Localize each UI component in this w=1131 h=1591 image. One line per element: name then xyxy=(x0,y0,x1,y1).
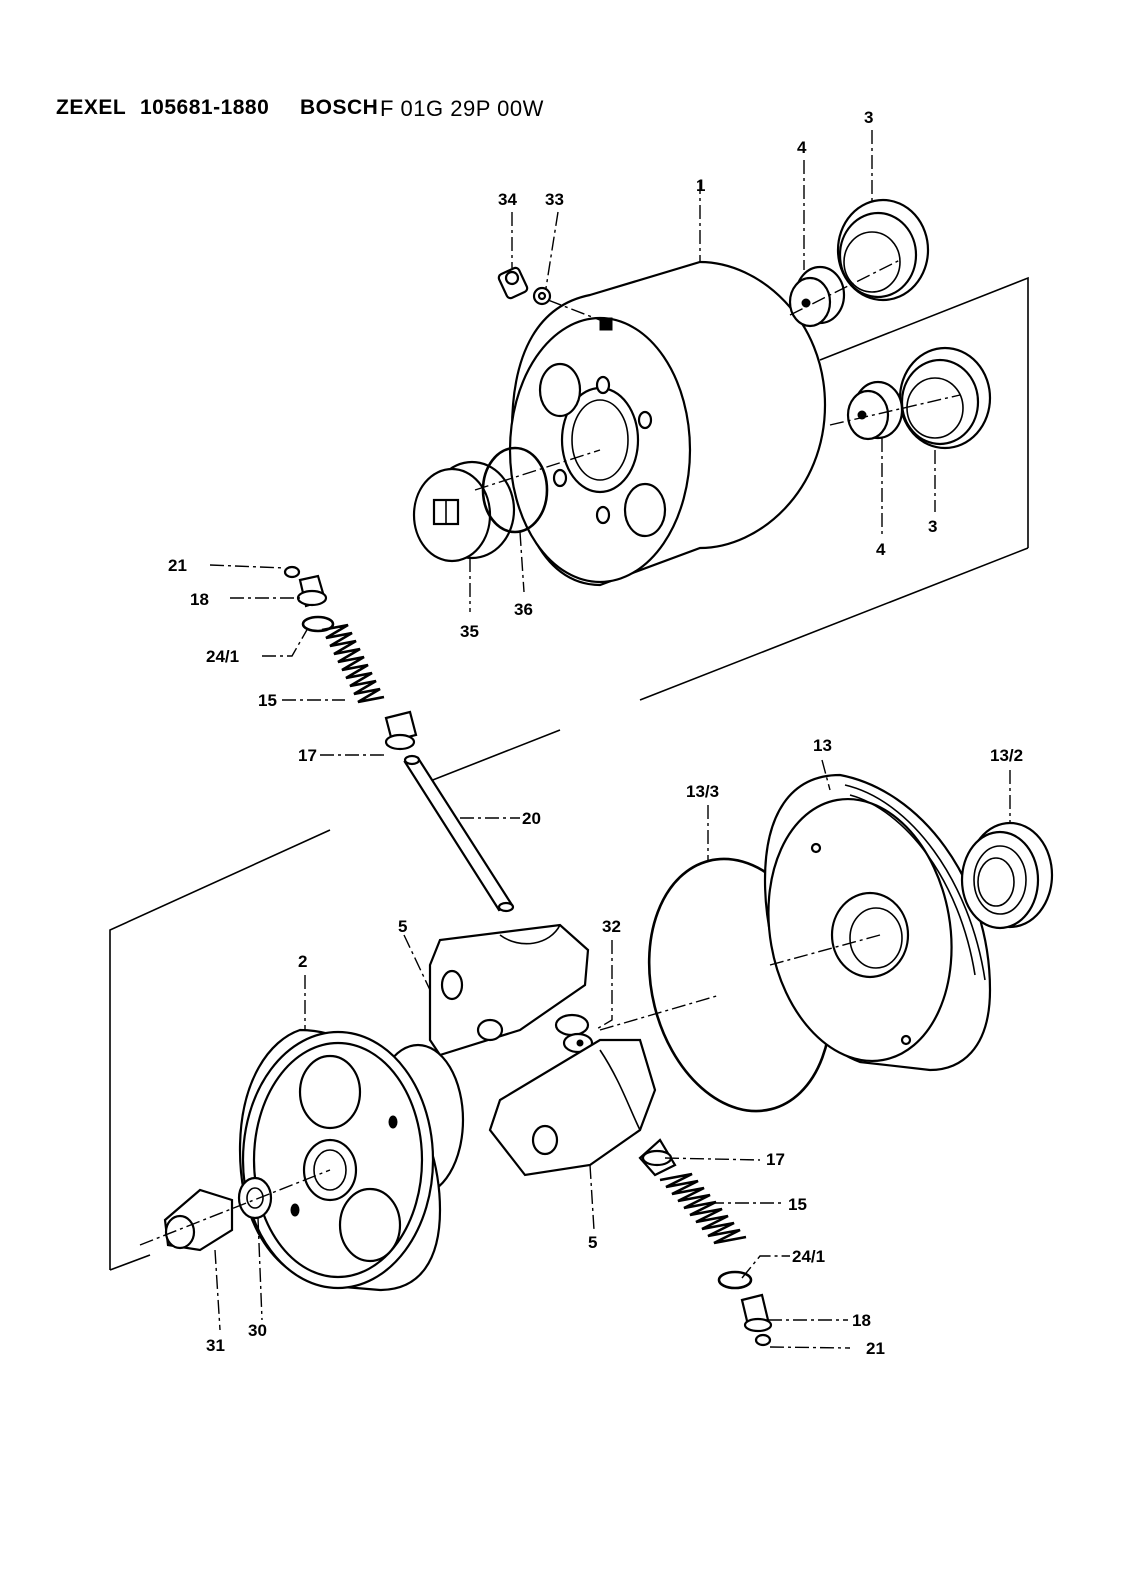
callout-21-lower: 21 xyxy=(866,1339,885,1358)
leader-24-lower xyxy=(741,1255,790,1279)
plug-part-35 xyxy=(412,460,516,563)
axis-lower-assembly xyxy=(599,994,721,1031)
callout-5-upper: 5 xyxy=(398,917,408,936)
leader-13 xyxy=(821,759,831,791)
bracket-part-5-upper xyxy=(428,923,590,1057)
leader-36 xyxy=(519,531,525,593)
callout-35: 35 xyxy=(460,622,479,641)
plug-part-3-upper xyxy=(836,198,930,302)
callout-18-lower: 18 xyxy=(852,1311,871,1330)
axis-3-4-lower xyxy=(829,394,961,426)
axis-13 xyxy=(769,934,881,966)
callout-32: 32 xyxy=(602,917,621,936)
callout-17-lower: 17 xyxy=(766,1150,785,1169)
nut-part-31 xyxy=(163,1188,234,1252)
callout-34: 34 xyxy=(498,190,517,209)
bracket-part-5-lower xyxy=(488,1038,657,1177)
callout-4-upper: 4 xyxy=(797,138,807,157)
spring-part-15-upper xyxy=(321,623,385,704)
leader-33 xyxy=(545,211,559,289)
callout-5-lower: 5 xyxy=(588,1233,598,1252)
callout-15-lower: 15 xyxy=(788,1195,807,1214)
callout-24-1-lower: 24/1 xyxy=(792,1247,826,1266)
axis-35 xyxy=(474,449,601,491)
seal-part-4-upper xyxy=(788,265,846,328)
seal-part-4-lower xyxy=(846,380,904,441)
group-boundary xyxy=(109,276,1029,1271)
housing-part-1 xyxy=(508,260,827,587)
callout-13: 13 xyxy=(813,736,832,755)
leader-5-upper xyxy=(403,934,431,991)
axis-3-4-upper xyxy=(789,259,901,316)
spring-part-15-lower xyxy=(659,1172,747,1245)
callout-18-upper: 18 xyxy=(190,590,209,609)
lower-spring-assembly xyxy=(638,1138,773,1347)
bosch-part-number: F 01G 29P 00W xyxy=(380,96,544,121)
screw-part-34 xyxy=(497,266,529,300)
leader-32 xyxy=(594,940,613,1031)
ring-part-36 xyxy=(481,446,549,534)
leader-21-lower xyxy=(769,1346,851,1349)
washer-part-30 xyxy=(237,1176,273,1220)
brand-bosch: BOSCH xyxy=(300,96,379,119)
zexel-part-number: 105681-1880 xyxy=(140,96,270,119)
pin-part-32 xyxy=(554,1013,594,1054)
leader-5-lower xyxy=(589,1164,595,1231)
callout-13-3: 13/3 xyxy=(686,782,720,801)
callout-4-lower: 4 xyxy=(876,540,886,559)
callout-3-upper: 3 xyxy=(864,108,874,127)
callout-21-upper: 21 xyxy=(168,556,187,575)
callout-15-upper: 15 xyxy=(258,691,277,710)
leader-30 xyxy=(257,1217,263,1321)
plate-part-2 xyxy=(238,1028,465,1292)
callout-13-2: 13/2 xyxy=(990,746,1024,765)
brand-zexel: ZEXEL xyxy=(56,96,127,119)
callout-2: 2 xyxy=(298,952,308,971)
axis-33 xyxy=(547,299,606,323)
callout-30: 30 xyxy=(248,1321,267,1340)
washer-part-33 xyxy=(532,286,552,306)
upper-spring-assembly xyxy=(283,565,418,751)
callout-20: 20 xyxy=(522,809,541,828)
seal-part-13-2 xyxy=(960,821,1054,930)
callout-36: 36 xyxy=(514,600,533,619)
callout-31: 31 xyxy=(206,1336,225,1355)
cover-part-13 xyxy=(763,773,992,1072)
callout-3-lower: 3 xyxy=(928,517,938,536)
leader-21-upper xyxy=(209,564,286,569)
callout-33: 33 xyxy=(545,190,564,209)
callout-17-upper: 17 xyxy=(298,746,317,765)
axis-31-30 xyxy=(139,1169,331,1246)
rod-part-20 xyxy=(403,754,515,913)
callout-24-1-upper: 24/1 xyxy=(206,647,240,666)
leader-17-lower xyxy=(664,1157,761,1161)
leader-31 xyxy=(214,1249,221,1331)
leader-24-upper xyxy=(262,627,309,657)
callout-1: 1 xyxy=(696,176,706,195)
